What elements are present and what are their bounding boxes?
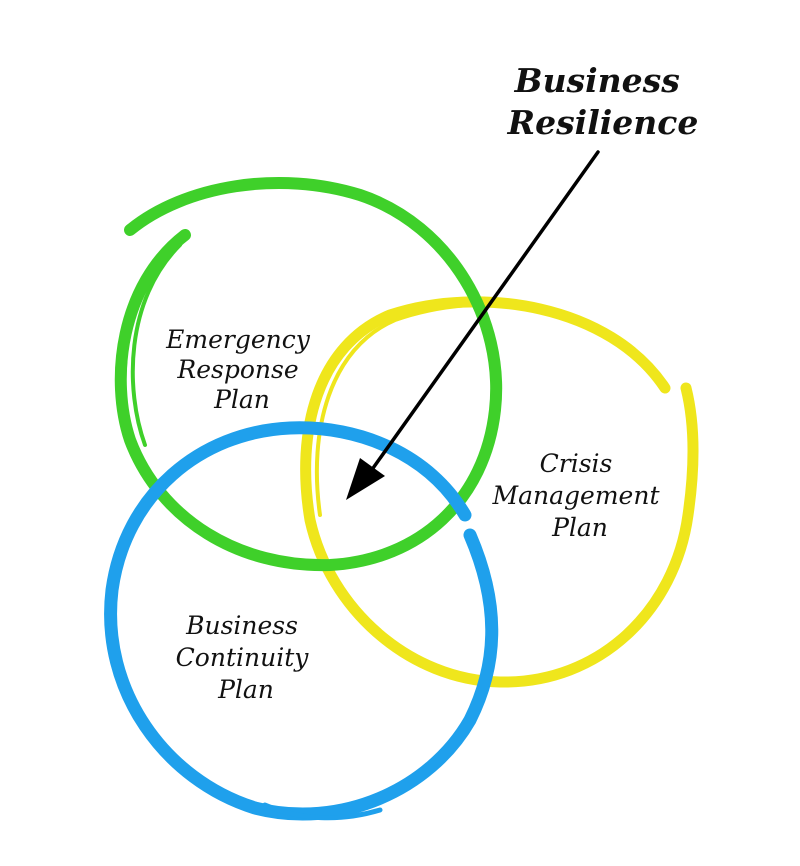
label-line: Crisis [540,449,613,478]
label-line: Emergency [165,325,311,354]
label-line: Continuity [176,643,310,672]
emergency-response-label: Emergency Response Plan [165,325,318,414]
title-line: Business [514,61,680,100]
label-line: Plan [217,675,274,704]
label-line: Plan [213,385,270,414]
label-line: Plan [551,513,608,542]
arrow [346,150,600,500]
label-line: Response [176,355,298,384]
diagram-title: Business Resilience [507,61,699,142]
crisis-management-label: Crisis Management Plan [492,449,668,542]
business-continuity-label: Business Continuity Plan [176,611,317,704]
label-line: Management [492,481,661,510]
label-line: Business [185,611,298,640]
emergency-response-circle [114,176,503,572]
business-continuity-circle [104,421,499,821]
title-line: Resilience [507,103,699,142]
